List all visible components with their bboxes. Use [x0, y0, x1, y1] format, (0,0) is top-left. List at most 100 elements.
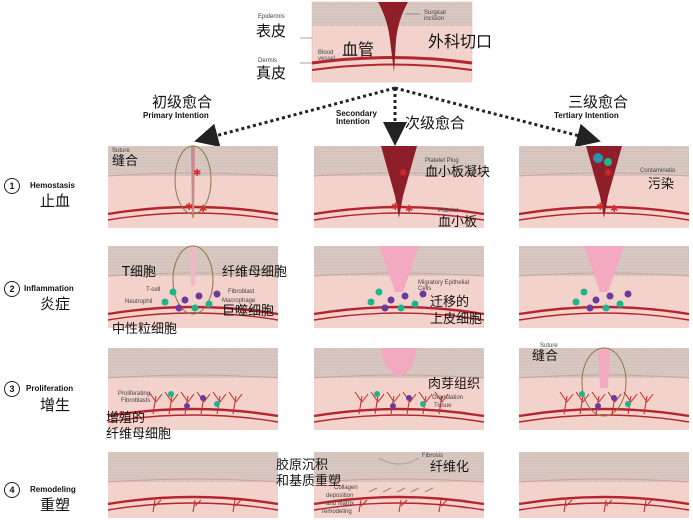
primary-en-header: Primary Intention: [143, 111, 209, 120]
capillary-sprout: [559, 391, 574, 415]
immune-cell-purple: [213, 290, 221, 298]
platelet-mark: ✱: [405, 204, 413, 215]
capillary-sprout: [370, 391, 385, 415]
tertiary-en-header: Tertiary Intention: [554, 111, 619, 120]
immune-cell-green: [602, 304, 610, 312]
skin-panel-r2-c2: [313, 246, 485, 328]
proliferating-cn-label-1: 增殖的: [106, 411, 146, 426]
platelet-cn-label: 血小板: [438, 215, 478, 230]
incision-shape: [378, 2, 408, 72]
immune-cell-green: [580, 288, 588, 296]
blood-vessel: [313, 407, 485, 418]
fibrosis-cn-label: 纤维化: [430, 460, 470, 475]
fibroblast-en-label: Fibroblast: [228, 289, 255, 295]
immune-cell-purple: [419, 290, 427, 298]
capillary-sprout: [354, 391, 369, 415]
collagen-en-label-1: Collagen: [334, 485, 358, 491]
collagen-fiber: [396, 487, 406, 493]
collagen-fiber: [410, 487, 420, 493]
suture-loop: [172, 245, 214, 315]
skin-panel-r2-c1: [107, 245, 279, 328]
platelet-mark: ✱: [596, 202, 604, 213]
stage-3-number: 3: [4, 381, 20, 397]
immune-cell-green: [205, 300, 213, 308]
blood-vessel: [313, 495, 485, 506]
stage-2-en: Inflammation: [24, 284, 74, 293]
blood-vessel: [518, 407, 690, 418]
immune-cell-purple: [624, 290, 632, 298]
fibrosis-scar: [378, 457, 420, 465]
capillary-sprout: [639, 391, 654, 415]
capillary-sprout: [148, 391, 163, 415]
skin-panel-r4-c2: [313, 452, 485, 518]
wound-clot: [381, 146, 417, 218]
collagen-fiber: [424, 487, 434, 493]
suture-en-label: Suture: [112, 148, 130, 154]
skin-panel-r1-c3: ✱✱✱: [518, 146, 690, 228]
secondary-en-header: Secondary Intention: [336, 109, 377, 126]
cell: [595, 403, 601, 409]
stage-1-en: Hemostasis: [30, 181, 75, 190]
blood-vessel: [518, 495, 690, 506]
wound-clot: [586, 146, 622, 218]
immune-cell-green: [169, 288, 177, 296]
skin-panel-r3-c1: [107, 348, 279, 430]
macrophage-en-label: Macrophage: [222, 298, 256, 304]
capillary-sprout: [152, 499, 162, 513]
stage-4-number: 4: [4, 482, 20, 498]
capillary-sprout: [398, 499, 408, 513]
platelet-mark: ✱: [399, 168, 407, 179]
platelet-en-label: Platelet: [438, 208, 459, 214]
dermis-en-label: Dermis: [258, 58, 277, 64]
cell: [390, 403, 396, 409]
stage-3-en: Proliferation: [26, 384, 74, 393]
epidermis-cn-label: 表皮: [256, 22, 287, 40]
immune-cell-purple: [195, 292, 203, 300]
stage-1-number: 1: [4, 178, 20, 194]
fibrosis-en-label: Fibrosis: [422, 453, 444, 459]
neutrophil-en-label: Neutrophil: [125, 299, 153, 305]
blood-vessel-en-label: Blood vessel: [318, 50, 336, 62]
collagen-cn-label-1: 胶原沉积: [276, 458, 329, 473]
cell: [611, 395, 617, 401]
capillary-sprout: [192, 499, 202, 513]
collagen-fiber: [368, 487, 378, 493]
cell: [168, 391, 174, 397]
cell: [406, 395, 412, 401]
incision-en-label: Surgical incision: [424, 10, 446, 22]
skin-panel-r2-c3: [518, 246, 690, 328]
immune-cell-purple: [606, 292, 614, 300]
wound-granulation: [381, 348, 417, 376]
proliferating-en-label-2: Fibroblasts: [121, 398, 151, 404]
stage-4-en: Remodeling: [30, 485, 76, 494]
collagen-en-label-2: deposition: [326, 493, 354, 499]
blood-vessel: [107, 495, 279, 506]
platelet-mark: ✱: [185, 202, 193, 213]
skin-panel-r3-c3: [518, 347, 690, 430]
immune-cell-purple: [387, 296, 395, 304]
fibroblast-cn-label: 纤维母细胞: [222, 265, 288, 280]
immune-cell-green: [367, 298, 375, 306]
migratory-en-label: Migratory Epithelial Cells: [418, 280, 470, 292]
immune-cell-green: [616, 300, 624, 308]
cell: [579, 391, 585, 397]
immune-cell-green: [375, 288, 383, 296]
branch-arrows: [194, 86, 601, 148]
immune-cell-purple: [181, 296, 189, 304]
tertiary-cn-header: 三级愈合: [568, 93, 629, 111]
immune-cell-purple: [401, 292, 409, 300]
skin-panel-r4-c1: [107, 452, 279, 518]
platelet-mark: ✱: [193, 168, 201, 179]
platelet-plug-cn-label: 血小板凝块: [425, 165, 491, 180]
contamination-dot: [604, 158, 612, 166]
suture-cn-label: 缝合: [112, 154, 139, 169]
wound-epithelial: [584, 246, 624, 292]
immune-cell-green: [191, 304, 199, 312]
suture-loop: [581, 347, 627, 417]
platelet-mark: ✱: [604, 168, 612, 179]
stage-1-cn: 止血: [40, 192, 71, 210]
capillary-sprout: [228, 391, 243, 415]
closed-incision: [191, 146, 195, 218]
stage-2-cn: 炎症: [40, 295, 71, 313]
